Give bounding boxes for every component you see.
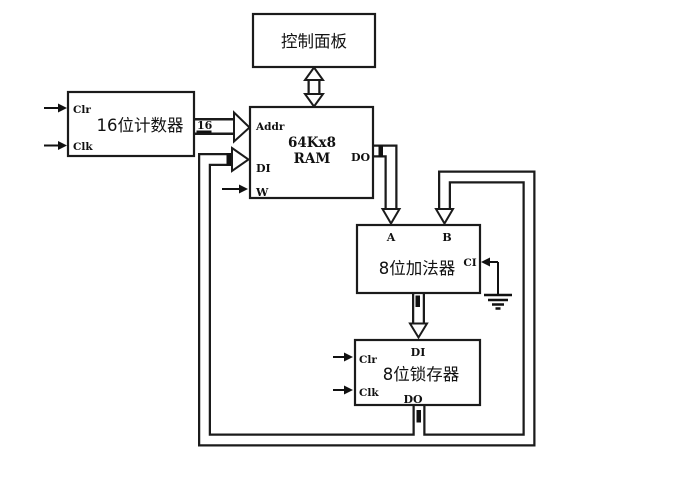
latch-clk-arrowhead-icon	[344, 385, 353, 395]
blocks	[66, 12, 482, 407]
ram-size-label: 64Kx8	[288, 135, 336, 151]
latch-label: 8位锁存器	[383, 365, 460, 384]
ram-port-do-label: DO	[351, 151, 371, 164]
adder-b-arrowhead-icon	[434, 208, 455, 226]
ram-di-bus-tick	[226, 153, 231, 166]
ram-di-arrowhead-icon	[231, 146, 251, 173]
counter-label: 16位计数器	[97, 116, 184, 135]
bus-wires-interior	[194, 77, 534, 445]
control-bus-up-arrowhead-icon	[303, 65, 325, 81]
control-wires	[44, 103, 499, 395]
adder-label: 8位加法器	[379, 259, 456, 278]
addr-bus-width-underline	[196, 130, 212, 134]
adder-box	[355, 223, 482, 295]
labels: 控制面板 16位计数器 Clr Clk 16 Addr 64Kx8 RAM DO…	[73, 32, 477, 406]
ram-port-addr-label: Addr	[255, 121, 285, 133]
adder-port-b-label: B	[442, 231, 451, 244]
addr-bus-width-label: 16	[197, 119, 213, 132]
counter-clk-arrowhead-icon	[58, 141, 67, 150]
latch-port-do-label: DO	[403, 393, 423, 406]
latch-do-bus-tick	[416, 410, 421, 423]
latch-box	[353, 338, 482, 407]
control-bus-down-arrowhead-icon	[303, 93, 325, 109]
bus-arrowheads	[231, 65, 455, 340]
ram-port-di-label: DI	[256, 162, 271, 175]
adder-out-bus-tick	[415, 295, 420, 307]
counter-clr-arrowhead-icon	[58, 103, 67, 113]
adder-ci-ground-wire	[488, 261, 499, 294]
latch-port-clk-label: Clk	[359, 387, 379, 399]
ground-icon	[484, 293, 512, 310]
counter-port-clk-label: Clk	[73, 141, 93, 153]
addr-arrowhead-icon	[233, 110, 251, 144]
latch-clr-arrowhead-icon	[344, 352, 353, 362]
ram-w-arrowhead-icon	[239, 184, 248, 194]
ram-box	[248, 105, 375, 200]
adder-a-arrowhead-icon	[380, 208, 402, 226]
ram-name-label: RAM	[294, 151, 331, 167]
control-panel-box	[251, 12, 377, 69]
adder-port-ci-label: CI	[463, 257, 476, 269]
counter-port-clr-label: Clr	[73, 104, 91, 116]
counter-box	[66, 90, 196, 158]
adder-ci-arrowhead-icon	[481, 257, 490, 267]
control-panel-label: 控制面板	[281, 32, 347, 51]
latch-port-clr-label: Clr	[359, 354, 377, 366]
ram-do-bus-tick	[378, 145, 383, 158]
latch-di-arrowhead-icon	[408, 322, 429, 340]
bus-width-ticks	[196, 130, 421, 423]
latch-port-di-label: DI	[411, 346, 426, 359]
ram-port-w-label: W	[255, 186, 269, 199]
adder-port-a-label: A	[386, 231, 396, 244]
